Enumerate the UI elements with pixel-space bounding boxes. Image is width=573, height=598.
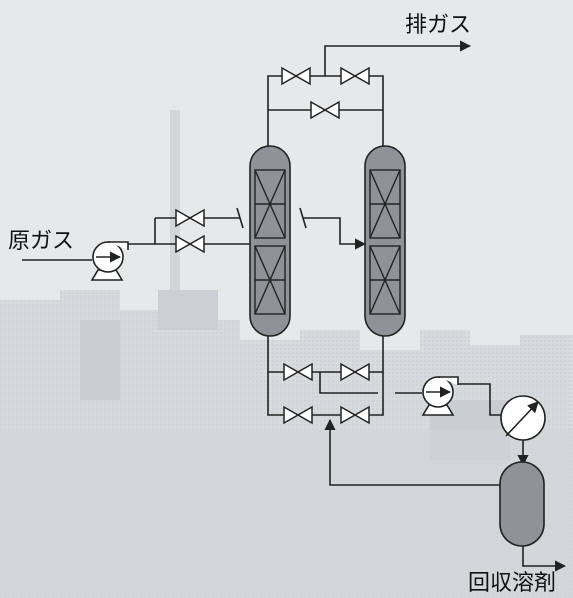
raw-gas-label: 原ガス	[8, 229, 74, 254]
exhaust-gas-label: 排ガス	[405, 13, 471, 38]
heat-exchanger-icon	[501, 396, 545, 440]
adsorber-column-right	[365, 146, 405, 336]
recovered-solvent-label: 回収溶剤	[468, 571, 556, 596]
adsorber-column-left	[250, 146, 290, 336]
solvent-separator-drum	[500, 462, 544, 546]
